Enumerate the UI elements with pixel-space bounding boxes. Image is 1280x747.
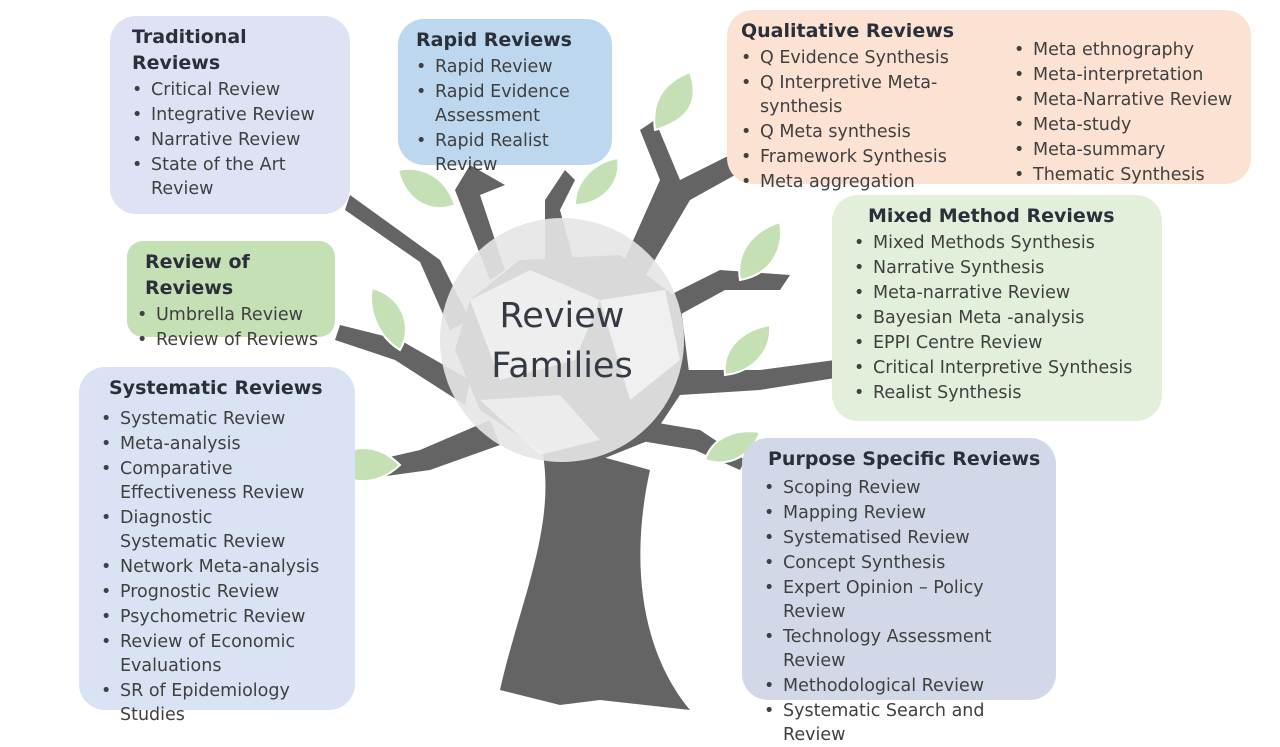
list-item: Meta-study (1014, 113, 1232, 137)
qualitative-columns: Qualitative Reviews Q Evidence Synthesis… (741, 18, 1241, 195)
list-item: EPPI Centre Review (854, 331, 1152, 355)
review-of-reviews-box: Review of Reviews Umbrella Review Review… (127, 241, 335, 352)
central-title-line2: Families (491, 346, 633, 386)
rapid-reviews-title: Rapid Reviews (416, 29, 572, 51)
traditional-reviews-title: Traditional Reviews (132, 26, 247, 74)
list-item: Critical Interpretive Synthesis (854, 356, 1152, 380)
list-item: Meta-narrative Review (854, 281, 1152, 305)
qualitative-reviews-title: Qualitative Reviews (741, 20, 955, 42)
list-item: Integrative Review (132, 103, 340, 127)
list-item: Network Meta-analysis (101, 555, 345, 579)
list-item: Review of Economic Evaluations (101, 630, 300, 678)
qualitative-left-column: Qualitative Reviews Q Evidence Synthesis… (741, 18, 1014, 195)
list-item: Technology Assessment Review (764, 625, 1046, 673)
rapid-reviews-box: Rapid Reviews Rapid Review Rapid Evidenc… (398, 19, 612, 175)
list-item: Meta-interpretation (1014, 63, 1232, 87)
list-item: Mixed Methods Synthesis (854, 231, 1152, 255)
tree-illustration (328, 70, 835, 710)
list-item: Umbrella Review (137, 303, 325, 327)
review-of-reviews-title: Review of Reviews (145, 251, 250, 299)
list-item: Narrative Review (132, 128, 340, 152)
leaf (370, 286, 407, 352)
list-item: Q Evidence Synthesis (741, 46, 1014, 70)
rapid-reviews-list: Rapid Review Rapid Evidence Assessment R… (416, 55, 602, 177)
review-of-reviews-list: Umbrella Review Review of Reviews (137, 303, 325, 352)
leaf (703, 430, 762, 464)
list-item: Systematic Review (101, 407, 345, 431)
purpose-specific-reviews-list: Scoping Review Mapping Review Systematis… (764, 476, 1046, 747)
list-item: Review of Reviews (137, 328, 325, 352)
list-item: Meta aggregation (741, 170, 1014, 194)
tree-leaves (328, 70, 782, 483)
list-item: Diagnostic Systematic Review (101, 506, 310, 554)
list-item: Systematised Review (764, 526, 1046, 550)
qualitative-reviews-list-right: Meta ethnography Meta-interpretation Met… (1014, 38, 1232, 195)
list-item: Realist Synthesis (854, 381, 1152, 405)
mixed-method-reviews-box: Mixed Method Reviews Mixed Methods Synth… (832, 195, 1162, 421)
list-item: Meta-Narrative Review (1014, 88, 1232, 112)
leaf (738, 220, 782, 282)
list-item: Expert Opinion – Policy Review (764, 576, 1046, 624)
list-item: Q Interpretive Meta-synthesis (741, 71, 1014, 119)
list-item: Rapid Realist Review (416, 129, 602, 177)
list-item: Framework Synthesis (741, 145, 1014, 169)
list-item: Thematic Synthesis (1014, 163, 1232, 187)
systematic-reviews-title: Systematic Reviews (109, 377, 323, 399)
leaf (723, 323, 772, 377)
qualitative-reviews-list-left: Q Evidence Synthesis Q Interpretive Meta… (741, 46, 1014, 194)
purpose-specific-reviews-box: Purpose Specific Reviews Scoping Review … (742, 438, 1056, 745)
list-item: Methodological Review (764, 674, 1046, 698)
traditional-reviews-box: Traditional Reviews Critical Review Inte… (110, 16, 350, 214)
list-item: Scoping Review (764, 476, 1046, 500)
list-item: Concept Synthesis (764, 551, 1046, 575)
list-item: Bayesian Meta -analysis (854, 306, 1152, 330)
center-globe (440, 218, 684, 462)
qualitative-reviews-box: Qualitative Reviews Q Evidence Synthesis… (727, 10, 1251, 194)
list-item: Meta-summary (1014, 138, 1232, 162)
central-title: Review Families (440, 230, 684, 452)
mixed-method-reviews-title: Mixed Method Reviews (868, 205, 1115, 227)
mixed-method-reviews-list: Mixed Methods Synthesis Narrative Synthe… (854, 231, 1152, 405)
list-item: Rapid Review (416, 55, 602, 79)
list-item: Narrative Synthesis (854, 256, 1152, 280)
list-item: Meta ethnography (1014, 38, 1232, 62)
list-item: Rapid Evidence Assessment (416, 80, 585, 128)
list-item: Comparative Effectiveness Review (101, 457, 335, 505)
traditional-reviews-list: Critical Review Integrative Review Narra… (132, 78, 340, 201)
central-title-line1: Review (499, 296, 625, 336)
list-item: Mapping Review (764, 501, 1046, 525)
list-item: State of the Art Review (132, 153, 291, 201)
list-item: Meta-analysis (101, 432, 345, 456)
list-item: Q Meta synthesis (741, 120, 1014, 144)
list-item: Systematic Search and Review (764, 699, 1046, 747)
leaf (573, 156, 620, 207)
systematic-reviews-list: Systematic Review Meta-analysis Comparat… (101, 407, 345, 727)
systematic-reviews-box: Systematic Reviews Systematic Review Met… (79, 367, 355, 725)
list-item: Psychometric Review (101, 605, 345, 629)
purpose-specific-reviews-title: Purpose Specific Reviews (768, 448, 1041, 470)
leaf (653, 70, 695, 132)
list-item: Critical Review (132, 78, 340, 102)
list-item: Prognostic Review (101, 580, 345, 604)
